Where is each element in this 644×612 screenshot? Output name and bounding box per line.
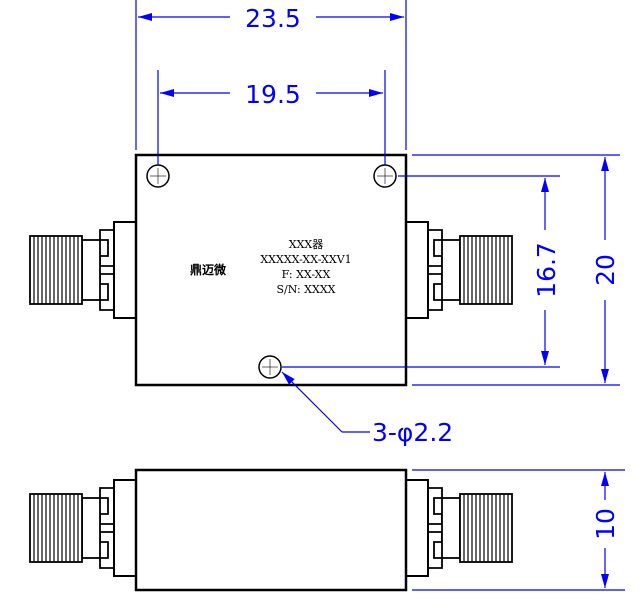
dim-hole-spacing: 19.5 [245, 80, 301, 109]
dim-overall-height: 20 [591, 254, 620, 286]
dim-hole-vertical: 16.7 [532, 242, 561, 298]
mounting-hole-icon [373, 164, 397, 188]
sma-connector-icon [29, 479, 137, 577]
sma-connector-icon [405, 221, 513, 319]
dim-thickness: 10 [591, 508, 620, 540]
label-line-4: S/N: XXXX [276, 283, 335, 296]
dimensions [135, 0, 625, 591]
mounting-hole-icon [146, 164, 170, 188]
dim-hole-callout: 3-φ2.2 [372, 418, 453, 447]
label-line-3: F: XX-XX [282, 268, 331, 281]
enclosure-side [134, 468, 408, 592]
mounting-hole-icon [258, 355, 282, 379]
dim-overall-width: 23.5 [245, 4, 301, 33]
top-view: 鼎迈微 XXX器 XXXXX-XX-XXV1 F: XX-XX S/N: XXX… [29, 153, 513, 387]
sma-connector-icon [405, 479, 513, 577]
sma-connector-icon [29, 221, 137, 319]
brand-logo: 鼎迈微 [190, 262, 227, 277]
enclosure-body [134, 153, 408, 387]
label-line-2: XXXXX-XX-XXV1 [260, 253, 351, 266]
label-line-1: XXX器 [289, 238, 324, 251]
side-view [29, 468, 513, 592]
